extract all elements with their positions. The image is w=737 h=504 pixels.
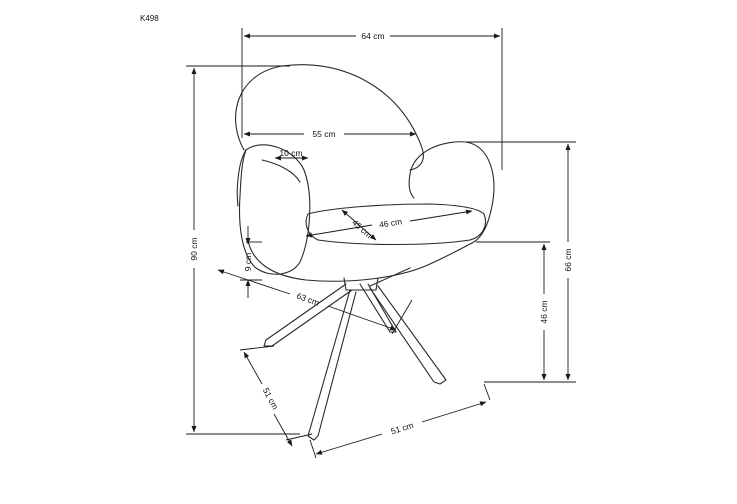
label-seat-depth: 45 cm [350, 217, 374, 240]
label-overall-height: 90 cm [189, 237, 199, 260]
seat-cushion [307, 203, 487, 246]
label-total-depth: 63 cm [295, 291, 320, 308]
backrest [235, 64, 424, 171]
label-armrest-height: 66 cm [563, 248, 573, 271]
left-armrest [239, 144, 311, 275]
right-armrest [409, 141, 495, 244]
dimension-labels: 64 cm 55 cm 10 cm 90 cm 66 cm 46 cm 9 cm… [189, 31, 573, 436]
leg-front-left [307, 289, 357, 441]
label-seat-height: 46 cm [539, 300, 549, 323]
label-base-depth: 51 cm [261, 386, 281, 411]
leg-back-right [359, 283, 397, 333]
label-back-width: 55 cm [312, 129, 335, 139]
label-base-width: 51 cm [390, 420, 415, 436]
label-seat-thickness: 9 cm [243, 253, 253, 271]
product-code: K498 [140, 14, 159, 23]
seat-shell [247, 239, 473, 282]
label-seat-width: 46 cm [378, 216, 402, 229]
swivel-base [343, 277, 379, 291]
leg-front-right [369, 285, 447, 385]
chair-outline [235, 64, 495, 441]
label-armrest-thickness: 10 cm [279, 148, 302, 158]
leg-back-left [263, 283, 353, 347]
dimension-lines [186, 28, 576, 459]
label-overall-width: 64 cm [361, 31, 384, 41]
